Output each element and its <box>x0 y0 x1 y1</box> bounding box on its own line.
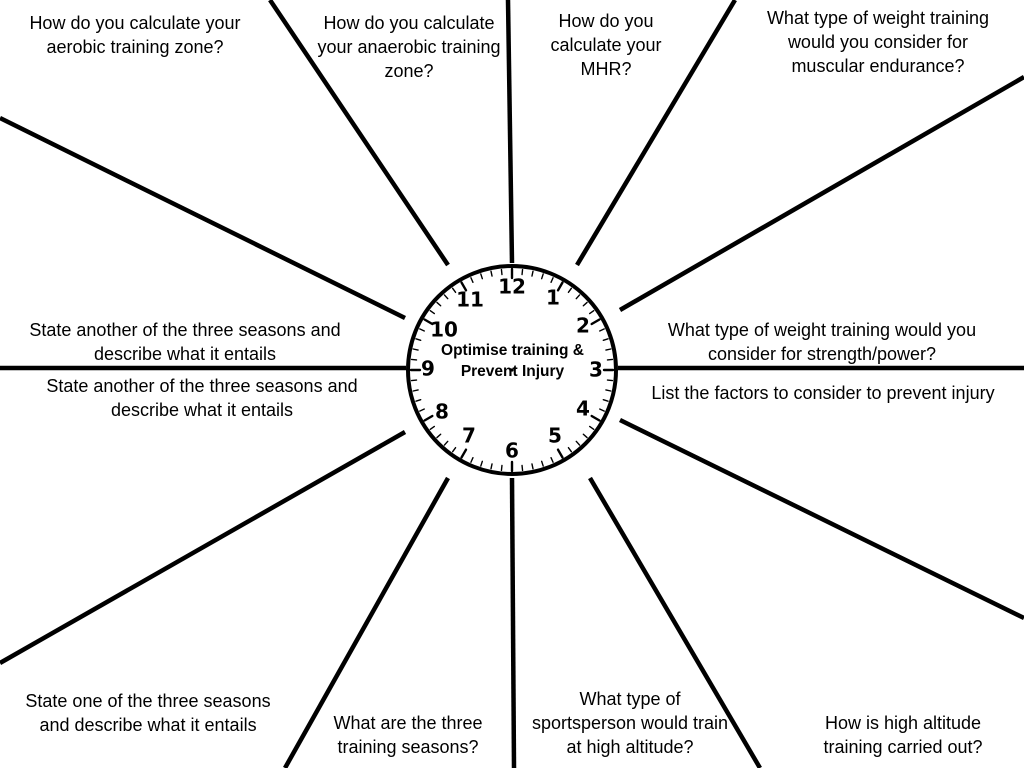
clock-minute-tick <box>412 389 419 392</box>
clock-minute-tick <box>550 277 554 283</box>
clock-minute-tick <box>582 301 588 307</box>
clock-ticks <box>409 267 615 473</box>
clock-minute-tick <box>602 338 609 342</box>
clock-minute-tick <box>605 389 612 392</box>
clock-minute-tick <box>436 433 442 439</box>
question-sportsperson-altitude: What type of sportsperson would train at… <box>531 689 729 757</box>
clock-minute-tick <box>410 358 418 361</box>
clock-number-3: 3 <box>589 358 603 382</box>
question-altitude-how: How is high altitude training carried ou… <box>823 713 983 757</box>
clock-minute-tick <box>582 433 588 439</box>
clock-minute-tick <box>575 440 581 446</box>
clock-minute-tick <box>567 446 573 453</box>
clock-minute-tick <box>567 287 573 294</box>
clock-minute-tick <box>451 287 457 294</box>
spoke-line-three-seasons <box>283 476 450 768</box>
clock-minute-tick <box>540 460 544 467</box>
spoke-line-left-upper <box>0 115 406 321</box>
clock-hour-tick <box>460 448 468 459</box>
clock-minute-tick <box>415 338 422 342</box>
spoke-line-endurance <box>618 75 1024 312</box>
clock-number-4: 4 <box>576 397 590 421</box>
question-season-one: State one of the three seasons and descr… <box>25 691 271 735</box>
clock-minute-tick <box>436 301 442 307</box>
clock-minute-tick <box>443 440 449 446</box>
clock-minute-tick <box>451 446 457 453</box>
question-three-seasons: What are the three training seasons? <box>333 713 483 757</box>
clock-minute-tick <box>415 398 422 402</box>
clock-minute-tick <box>606 358 614 361</box>
clock-minute-tick <box>429 425 436 431</box>
clock-center-dot <box>510 368 514 372</box>
question-anaerobic-zone: How do you calculate your anaerobic trai… <box>317 13 501 81</box>
clock-number-9: 9 <box>421 357 435 381</box>
clock-minute-tick <box>550 457 554 463</box>
clock-minute-tick <box>412 348 419 351</box>
clock-minute-tick <box>429 309 436 315</box>
clock: 12 1 2 3 4 5 6 7 8 9 10 11 <box>406 264 618 476</box>
clock-number-2: 2 <box>576 314 590 338</box>
clock-number-6: 6 <box>505 439 519 463</box>
clock-hour-tick <box>590 318 601 326</box>
spoke-line-right-lower <box>619 417 1024 621</box>
clock-minute-tick <box>480 460 484 467</box>
spoke-line-aerobic <box>268 0 450 267</box>
question-season-another-1: State another of the three seasons and d… <box>29 320 341 364</box>
spoke-line-altitude <box>588 476 762 768</box>
spoke-line-mhr-top <box>505 0 515 264</box>
clock-minute-tick <box>606 379 614 382</box>
question-muscular-endurance: What type of weight training would you c… <box>766 8 990 76</box>
clock-minute-tick <box>470 277 474 283</box>
clock-minute-tick <box>540 273 544 280</box>
clock-hour-tick <box>423 318 434 326</box>
clock-minute-tick <box>531 463 534 470</box>
clock-number-10: 10 <box>430 318 458 342</box>
clock-minute-tick <box>599 408 605 412</box>
question-strength-power: What type of weight training would you c… <box>667 320 977 364</box>
clock-number-8: 8 <box>435 400 449 424</box>
question-season-another-2: State another of the three seasons and d… <box>46 376 358 420</box>
clock-minute-tick <box>531 270 534 277</box>
clock-minute-tick <box>443 294 449 300</box>
clock-minute-tick <box>419 408 425 412</box>
clock-minute-tick <box>410 379 418 382</box>
question-prevent-injury: List the factors to consider to prevent … <box>651 383 995 403</box>
clock-minute-tick <box>588 425 595 431</box>
clock-minute-tick <box>500 464 503 472</box>
question-mhr: How do you calculate your MHR? <box>550 11 662 79</box>
clock-hour-tick <box>556 281 564 292</box>
clock-minute-tick <box>490 463 493 470</box>
clock-number-11: 11 <box>456 288 484 312</box>
clock-minute-tick <box>575 294 581 300</box>
clock-hour-tick <box>460 281 468 292</box>
clock-minute-tick <box>521 464 524 472</box>
clock-number-7: 7 <box>462 424 476 448</box>
clock-minute-tick <box>480 273 484 280</box>
spoke-line-sportsperson <box>509 477 517 768</box>
spoke-line-mhr-right <box>575 0 737 267</box>
center-title: Optimise training & Prevent Injury <box>441 342 584 380</box>
clock-hour-tick <box>590 414 601 422</box>
spoke-line-left-lower <box>0 430 407 665</box>
clock-minute-tick <box>599 328 605 332</box>
clock-minute-tick <box>490 270 493 277</box>
question-aerobic-zone: How do you calculate your aerobic traini… <box>29 13 241 57</box>
clock-number-12: 12 <box>498 275 526 299</box>
clock-minute-tick <box>521 268 524 276</box>
clock-minute-tick <box>419 328 425 332</box>
clock-number-5: 5 <box>548 424 562 448</box>
clock-minute-tick <box>500 268 503 276</box>
clock-minute-tick <box>605 348 612 351</box>
clock-minute-tick <box>602 398 609 402</box>
clock-hour-tick <box>423 414 434 422</box>
clock-number-1: 1 <box>546 286 560 310</box>
clock-minute-tick <box>588 309 595 315</box>
clock-numerals: 12 1 2 3 4 5 6 7 8 9 10 11 <box>421 275 603 463</box>
clock-hour-tick <box>556 448 564 459</box>
clock-minute-tick <box>470 457 474 463</box>
